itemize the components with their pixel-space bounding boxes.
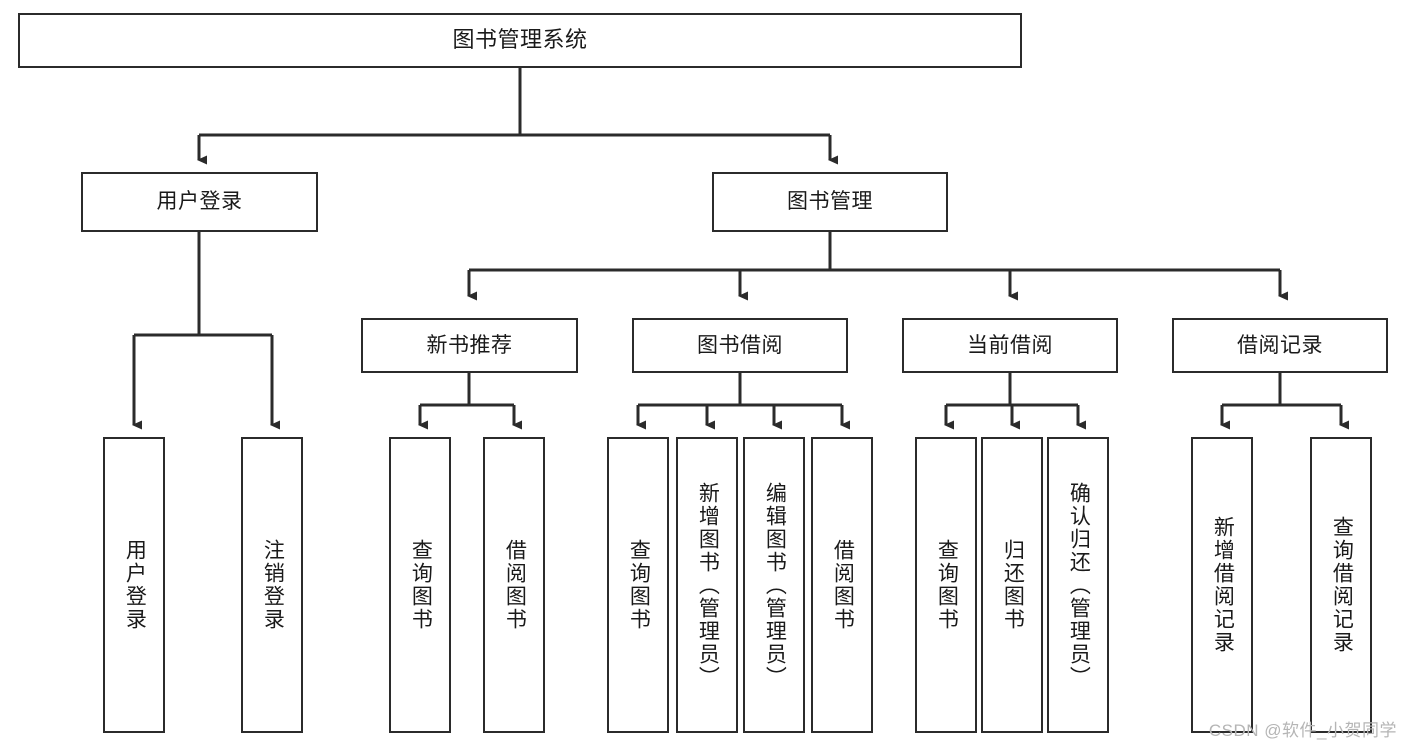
node-book-management-label: 图书管理 — [787, 190, 873, 214]
node-book-borrow-label: 图书借阅 — [697, 333, 783, 357]
node-new-book-recommend[interactable]: 新书推荐 — [361, 318, 578, 373]
leaf-current-return-book[interactable]: 归还图书 — [981, 437, 1043, 733]
leaf-borrow-query-book-label: 查询图书 — [627, 539, 651, 631]
node-book-management[interactable]: 图书管理 — [712, 172, 948, 232]
node-borrow-records[interactable]: 借阅记录 — [1172, 318, 1388, 373]
leaf-records-add-record[interactable]: 新增借阅记录 — [1191, 437, 1253, 733]
leaf-borrow-edit-book-admin-label: 编辑图书（管理员） — [763, 481, 787, 689]
leaf-current-query-book[interactable]: 查询图书 — [915, 437, 977, 733]
leaf-user-logout-label: 注销登录 — [261, 539, 285, 631]
leaf-borrow-add-book-admin-label: 新增图书（管理员） — [696, 481, 720, 689]
node-root-label: 图书管理系统 — [452, 27, 588, 53]
node-user-login-label: 用户登录 — [156, 190, 243, 214]
leaf-newbook-query-book-label: 查询图书 — [409, 539, 433, 631]
node-current-borrow[interactable]: 当前借阅 — [902, 318, 1118, 373]
leaf-records-add-record-label: 新增借阅记录 — [1211, 516, 1235, 654]
node-root-system[interactable]: 图书管理系统 — [18, 13, 1022, 68]
leaf-borrow-edit-book-admin[interactable]: 编辑图书（管理员） — [743, 437, 805, 733]
leaf-borrow-lend-book-label: 借阅图书 — [831, 539, 855, 631]
node-current-borrow-label: 当前借阅 — [967, 333, 1053, 357]
leaf-current-confirm-return-admin[interactable]: 确认归还（管理员） — [1047, 437, 1109, 733]
leaf-user-logout[interactable]: 注销登录 — [241, 437, 303, 733]
leaf-borrow-add-book-admin[interactable]: 新增图书（管理员） — [676, 437, 738, 733]
leaf-user-login-label: 用户登录 — [123, 539, 147, 631]
leaf-records-query-record-label: 查询借阅记录 — [1330, 516, 1354, 654]
leaf-newbook-query-book[interactable]: 查询图书 — [389, 437, 451, 733]
node-borrow-records-label: 借阅记录 — [1237, 333, 1323, 357]
leaf-current-confirm-return-admin-label: 确认归还（管理员） — [1067, 481, 1091, 689]
watermark-text: CSDN @软件_小贺同学 — [1208, 721, 1397, 740]
node-new-book-recommend-label: 新书推荐 — [426, 333, 513, 357]
leaf-newbook-borrow-book-label: 借阅图书 — [503, 539, 527, 631]
leaf-current-return-book-label: 归还图书 — [1001, 539, 1025, 631]
node-book-borrow[interactable]: 图书借阅 — [632, 318, 848, 373]
leaf-borrow-query-book[interactable]: 查询图书 — [607, 437, 669, 733]
leaf-newbook-borrow-book[interactable]: 借阅图书 — [483, 437, 545, 733]
leaf-current-query-book-label: 查询图书 — [935, 539, 959, 631]
leaf-user-login[interactable]: 用户登录 — [103, 437, 165, 733]
node-user-login[interactable]: 用户登录 — [81, 172, 318, 232]
leaf-borrow-lend-book[interactable]: 借阅图书 — [811, 437, 873, 733]
leaf-records-query-record[interactable]: 查询借阅记录 — [1310, 437, 1372, 733]
